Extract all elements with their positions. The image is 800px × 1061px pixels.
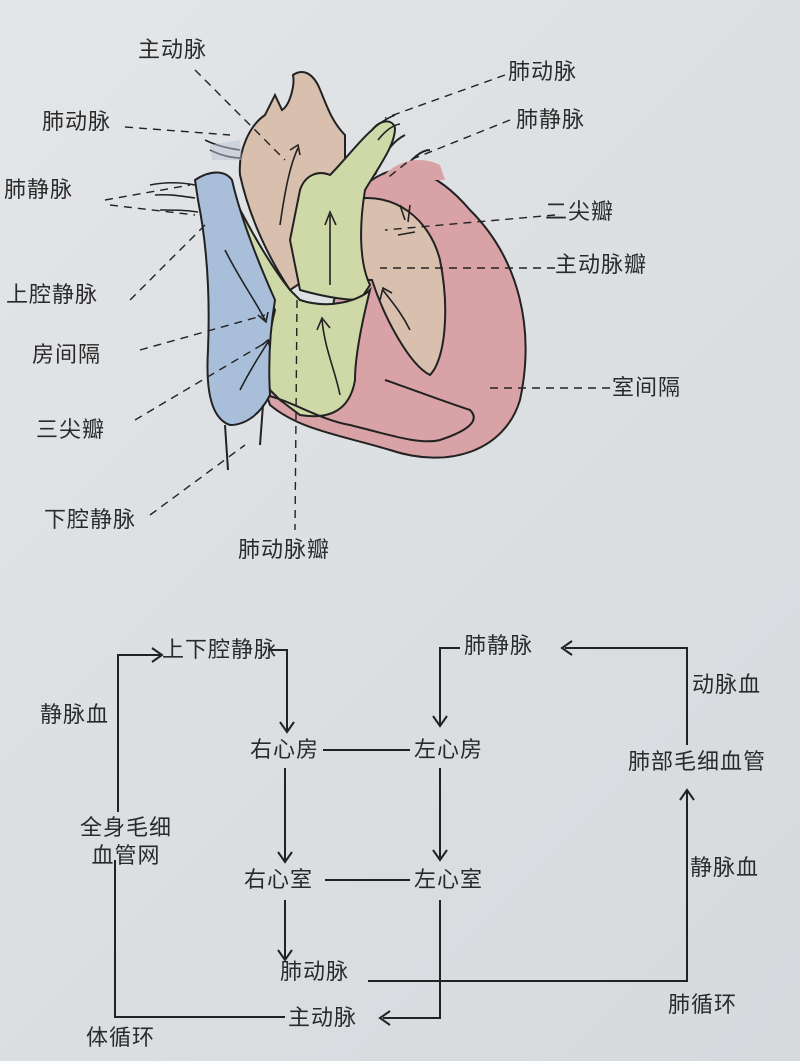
label-inferior-vena-cava: 下腔静脉 bbox=[44, 508, 137, 533]
label-interatrial-septum: 房间隔 bbox=[32, 343, 102, 368]
label-pulmonary-valve: 肺动脉瓣 bbox=[238, 538, 331, 563]
label-superior-vena-cava: 上腔静脉 bbox=[6, 283, 99, 308]
label-pulmonary-vein-left: 肺静脉 bbox=[4, 178, 74, 203]
line-systemic-return bbox=[117, 654, 160, 812]
node-venae-cavae: 上下腔静脉 bbox=[162, 638, 278, 663]
label-pulmonary-artery-left: 肺动脉 bbox=[42, 110, 112, 135]
label-tricuspid-valve: 三尖瓣 bbox=[36, 418, 106, 443]
node-pulmonary-veins: 肺静脉 bbox=[464, 634, 534, 659]
node-pulmonary-capillaries: 肺部毛细血管 bbox=[628, 750, 767, 775]
annotation-venous-blood-left: 静脉血 bbox=[40, 703, 110, 728]
node-right-atrium: 右心房 bbox=[250, 738, 320, 763]
node-systemic-capillaries-line2: 血管网 bbox=[91, 843, 161, 869]
label-interventricular-septum: 室间隔 bbox=[612, 376, 682, 401]
label-pulmonary-vein-right: 肺静脉 bbox=[516, 108, 586, 133]
label-pulmonary-artery-right: 肺动脉 bbox=[508, 60, 578, 85]
label-aortic-valve: 主动脉瓣 bbox=[555, 253, 648, 278]
annotation-arterial-blood: 动脉血 bbox=[692, 673, 762, 698]
node-systemic-capillaries-line1: 全身毛细 bbox=[80, 816, 173, 841]
label-mitral-valve: 二尖瓣 bbox=[545, 200, 615, 225]
node-right-ventricle: 右心室 bbox=[244, 868, 314, 893]
node-systemic-capillaries: 全身毛细 血管网 bbox=[80, 815, 172, 870]
label-aorta: 主动脉 bbox=[138, 38, 208, 63]
node-pulmonary-artery: 肺动脉 bbox=[280, 960, 350, 985]
left-ventricle-lower bbox=[264, 379, 475, 443]
annotation-systemic-circulation: 体循环 bbox=[86, 1026, 156, 1051]
node-left-ventricle: 左心室 bbox=[414, 868, 484, 893]
node-left-atrium: 左心房 bbox=[414, 738, 484, 763]
node-aorta: 主动脉 bbox=[288, 1006, 358, 1031]
annotation-pulmonary-circulation: 肺循环 bbox=[668, 993, 738, 1018]
annotation-venous-blood-right: 静脉血 bbox=[690, 856, 760, 881]
